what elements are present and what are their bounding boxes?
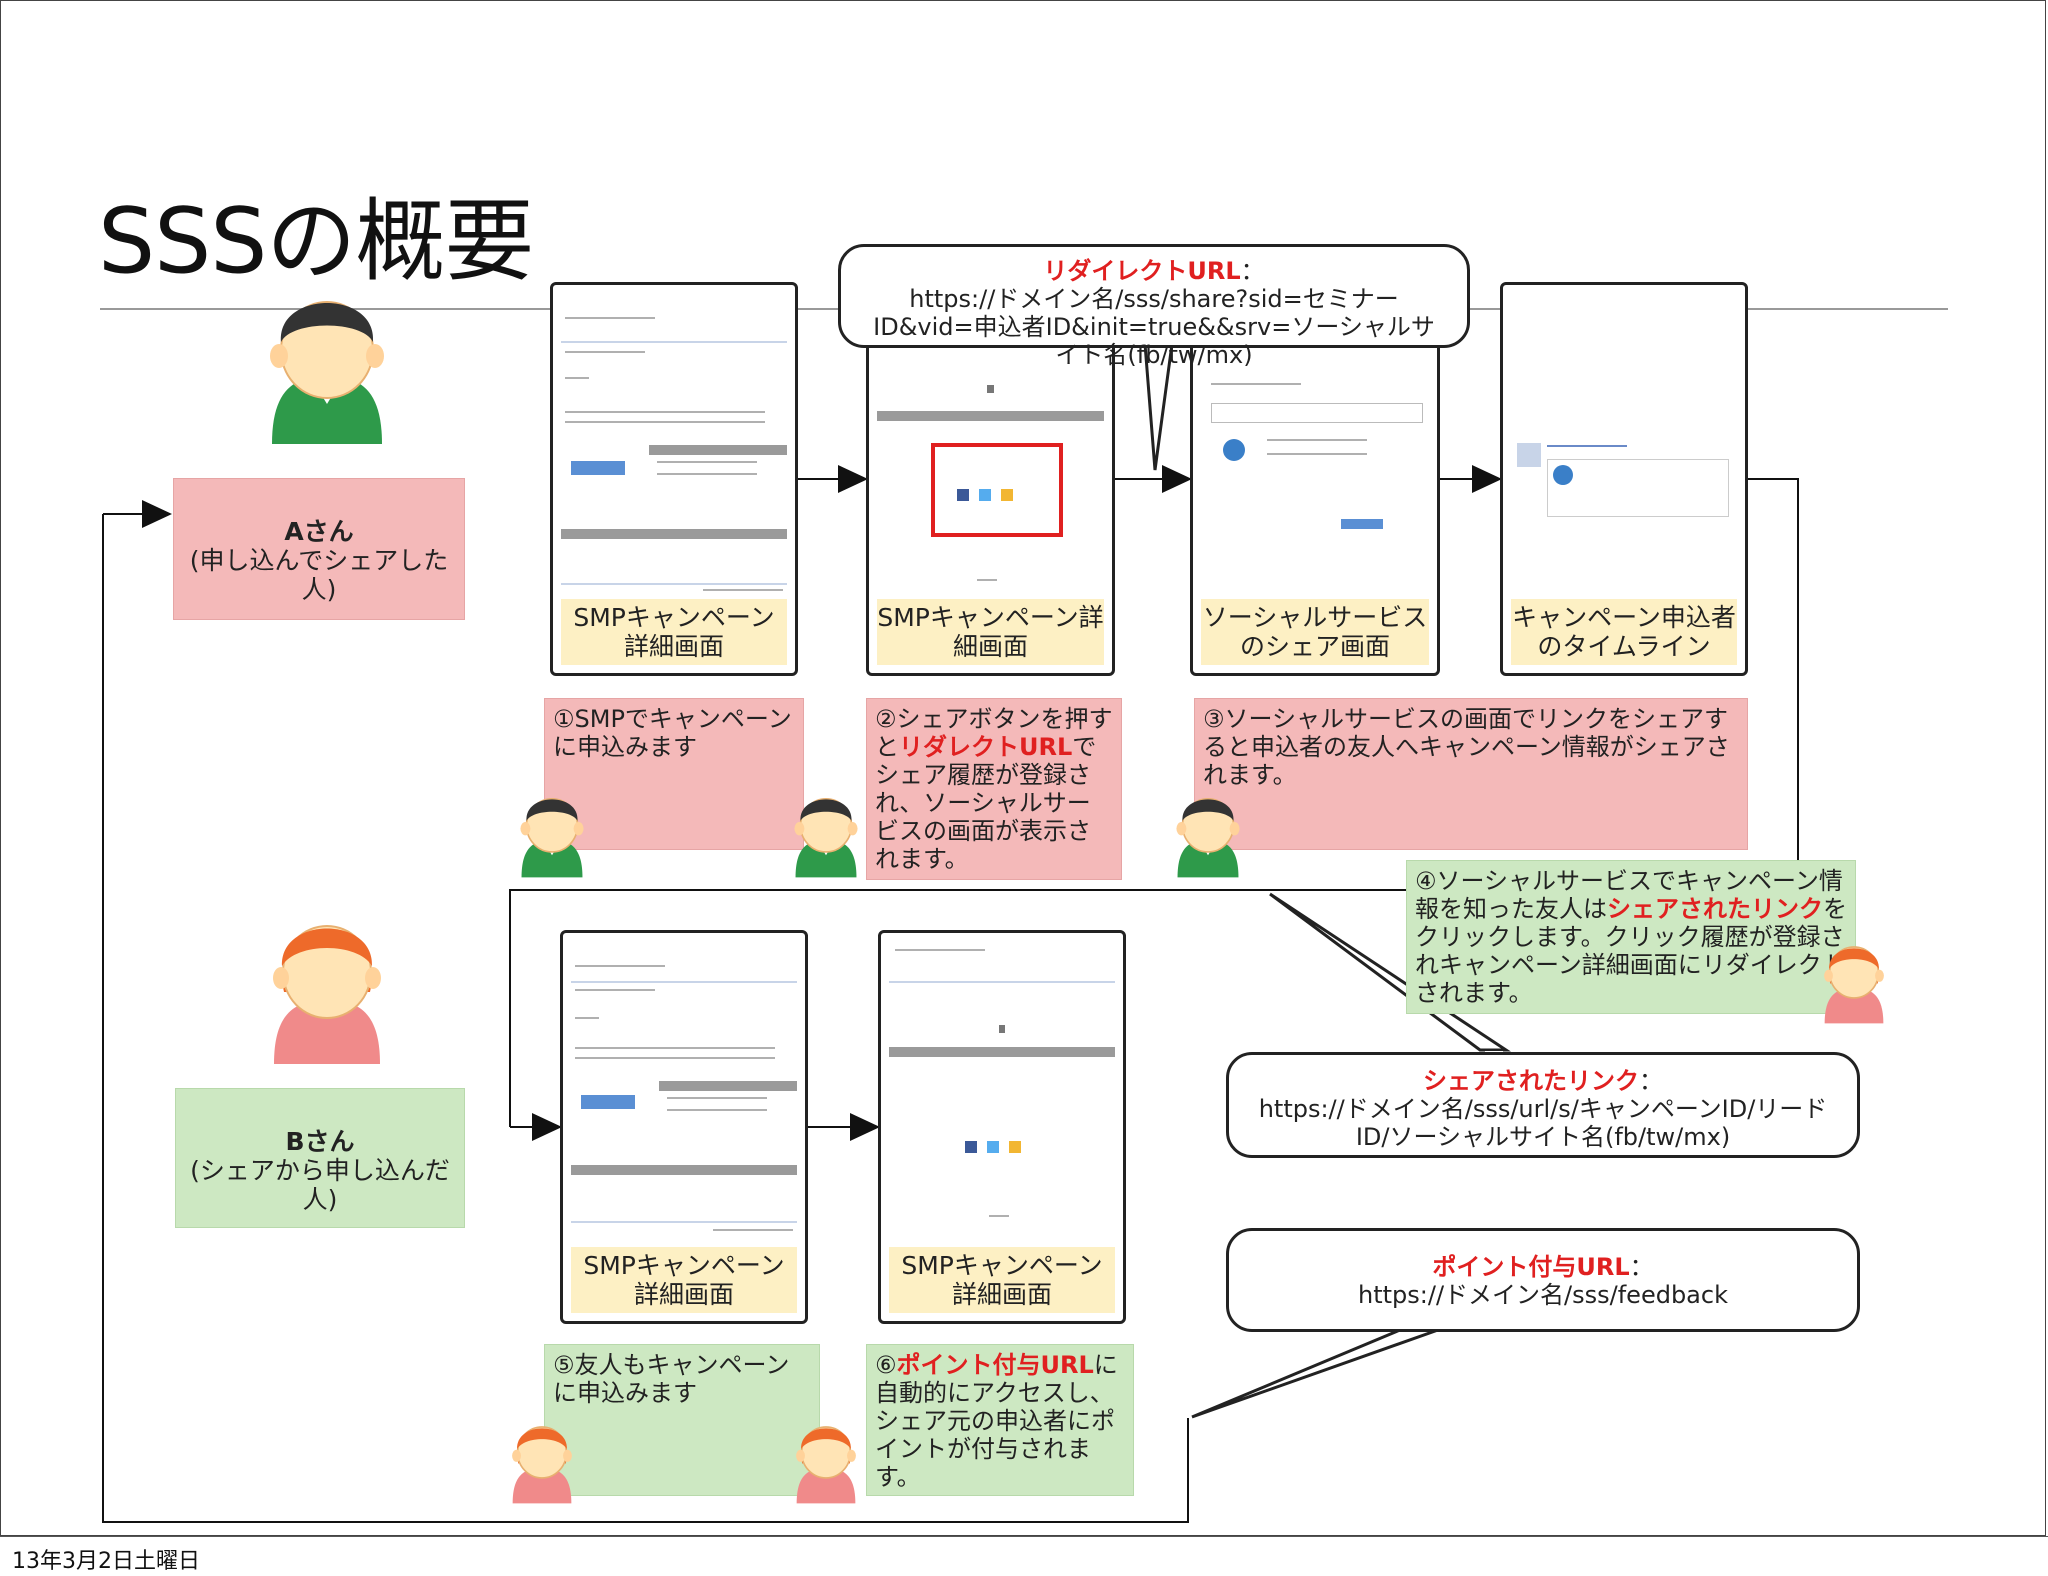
step-2-text-pre: ②シェアボタンを押すと bbox=[875, 705, 1113, 761]
redirect-url-heading: リダイレクトURL bbox=[1043, 257, 1241, 285]
person-a-card: Aさん (申し込んでシェアした人) bbox=[173, 478, 465, 620]
share-buttons-highlight bbox=[931, 443, 1063, 537]
screen-a4-thumbnail bbox=[1511, 293, 1737, 593]
point-url-bubble: ポイント付与URL： https://ドメイン名/sss/feedback bbox=[1226, 1228, 1860, 1332]
small-avatar-a-step3-icon bbox=[1176, 797, 1240, 878]
step-1-note: ①SMPでキャンペーンに申込みます bbox=[544, 698, 804, 850]
step-6-text-post: に自動的にアクセスし、シェア元の申込者にポイントが付与されます。 bbox=[875, 1351, 1118, 1491]
step-4-note: ④ソーシャルサービスでキャンペーン情報を知った友人はシェアされたリンクをクリック… bbox=[1406, 860, 1856, 1014]
person-b-avatar-icon bbox=[273, 925, 381, 1064]
point-url-heading: ポイント付与URL bbox=[1432, 1253, 1630, 1281]
screen-a4-caption: キャンペーン申込者のタイムライン bbox=[1511, 599, 1737, 665]
person-a-avatar-icon bbox=[270, 301, 384, 444]
small-avatar-b-step6-icon bbox=[796, 1426, 856, 1504]
step-4-text-red: シェアされたリンク bbox=[1607, 895, 1823, 923]
screen-b1-thumbnail bbox=[571, 941, 797, 1241]
footer-divider bbox=[0, 1536, 2048, 1537]
slide-title: SSSの概要 bbox=[98, 189, 534, 294]
screen-a3-caption: ソーシャルサービスのシェア画面 bbox=[1201, 599, 1429, 665]
screen-a1: SMPキャンペーン詳細画面 bbox=[550, 282, 798, 676]
small-avatar-b-step4-icon bbox=[1824, 946, 1884, 1024]
small-avatar-a-step1-icon bbox=[520, 797, 584, 878]
screen-a2-thumbnail bbox=[877, 293, 1104, 593]
screen-b2: SMPキャンペーン詳細画面 bbox=[878, 930, 1126, 1324]
step-6-note: ⑥ポイント付与URLに自動的にアクセスし、シェア元の申込者にポイントが付与されま… bbox=[866, 1344, 1134, 1496]
person-a-name: Aさん bbox=[284, 517, 354, 546]
step-2-text-red: リダレクトURL bbox=[899, 733, 1073, 761]
screen-b1-caption: SMPキャンペーン詳細画面 bbox=[571, 1247, 797, 1313]
screen-a4: キャンペーン申込者のタイムライン bbox=[1500, 282, 1748, 676]
shared-link-colon: ： bbox=[1639, 1067, 1663, 1095]
person-b-name: Bさん bbox=[285, 1127, 355, 1156]
small-avatar-b-step5-icon bbox=[512, 1426, 572, 1504]
redirect-url-colon: ： bbox=[1240, 257, 1265, 285]
small-avatar-a-step2-icon bbox=[794, 797, 858, 878]
tail-point bbox=[1191, 1328, 1439, 1419]
step-2-text-post: でシェア履歴が登録され、ソーシャルサービスの画面が表示されます。 bbox=[875, 733, 1097, 873]
step-3-note: ③ソーシャルサービスの画面でリンクをシェアすると申込者の友人へキャンペーン情報が… bbox=[1194, 698, 1748, 850]
point-url-colon: ： bbox=[1629, 1253, 1654, 1281]
step-5-note: ⑤友人もキャンペーンに申込みます bbox=[544, 1344, 820, 1496]
screen-a3-thumbnail bbox=[1201, 293, 1429, 593]
step-2-note: ②シェアボタンを押すとリダレクトURLでシェア履歴が登録され、ソーシャルサービス… bbox=[866, 698, 1122, 880]
screen-a1-thumbnail bbox=[561, 293, 787, 593]
screen-b2-thumbnail bbox=[889, 941, 1115, 1241]
step-4-text-post: をクリックします。クリック履歴が登録されキャンペーン詳細画面にリダイレクトされま… bbox=[1415, 895, 1847, 1007]
step-6-text-pre: ⑥ bbox=[875, 1351, 897, 1379]
footer-date: 13年3月2日土曜日 bbox=[12, 1549, 200, 1574]
slide-frame bbox=[0, 0, 2046, 1536]
line-b6-feedback bbox=[102, 514, 1189, 1523]
shared-link-text: https://ドメイン名/sss/url/s/キャンペーンID/リードID/ソ… bbox=[1258, 1095, 1828, 1151]
redirect-url-text: https://ドメイン名/sss/share?sid=セミナーID&vid=申… bbox=[873, 285, 1435, 369]
person-a-desc: (申し込んでシェアした人) bbox=[189, 546, 449, 604]
person-b-card: Bさん (シェアから申し込んだ人) bbox=[175, 1088, 465, 1228]
person-b-desc: (シェアから申し込んだ人) bbox=[190, 1156, 450, 1214]
screen-a1-caption: SMPキャンペーン詳細画面 bbox=[561, 599, 787, 665]
redirect-url-bubble: リダイレクトURL： https://ドメイン名/sss/share?sid=セ… bbox=[838, 244, 1470, 369]
shared-link-heading: シェアされたリンク bbox=[1423, 1067, 1639, 1095]
screen-a2-caption: SMPキャンペーン詳細画面 bbox=[877, 599, 1104, 665]
screen-b1: SMPキャンペーン詳細画面 bbox=[560, 930, 808, 1324]
step-4-text-pre: ④ソーシャルサービスでキャンペーン情報を知った友人は bbox=[1415, 867, 1843, 923]
point-url-text: https://ドメイン名/sss/feedback bbox=[1358, 1281, 1728, 1309]
screen-b2-caption: SMPキャンペーン詳細画面 bbox=[889, 1247, 1115, 1313]
shared-link-bubble: シェアされたリンク： https://ドメイン名/sss/url/s/キャンペー… bbox=[1226, 1052, 1860, 1158]
step-6-text-red: ポイント付与URL bbox=[896, 1351, 1094, 1379]
